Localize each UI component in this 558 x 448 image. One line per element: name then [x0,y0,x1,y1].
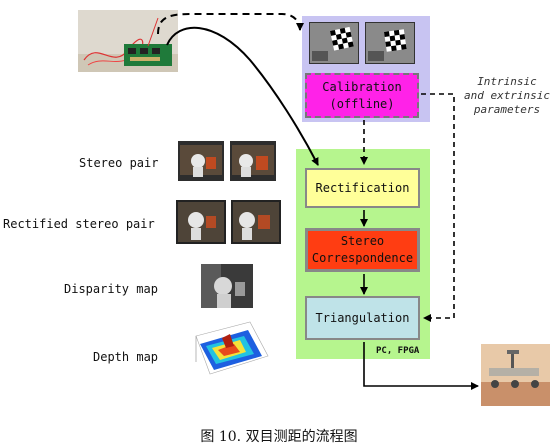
calibration-sublabel: (offline) [329,96,395,111]
calibration-image-right [365,22,415,64]
stereo-pair-right-image [230,141,276,181]
rectification-box: Rectification [305,168,420,208]
arrow-triangulation-to-rover [363,342,479,390]
triangulation-label: Triangulation [315,310,410,325]
parameters-note-line-3: parameters [473,103,541,116]
stereo-pair-label: Stereo pair [79,156,159,170]
rover-photo [481,344,550,406]
solid-arrow-to-rectification [166,26,319,166]
correspondence-label: Correspondence [311,251,414,265]
rectification-label: Rectification [315,180,410,195]
rectified-pair-left-image [176,200,226,244]
calibration-box: Calibration (offline) [305,73,419,118]
dashed-arrow-to-calibration [157,13,304,35]
parameters-note-line-2: and extrinsic [463,89,551,102]
calibration-label: Calibration [322,79,402,94]
calibration-image-left [309,22,359,64]
rectified-stereo-pair-label: Rectified stereo pair [3,217,155,231]
stereo-pair-left-image [178,141,224,181]
stereo-correspondence-box: Stereo Correspondence [305,228,420,272]
stereo-label: Stereo [340,234,385,248]
depth-map-label: Depth map [93,350,159,364]
triangulation-box: Triangulation [305,296,420,340]
stereo-camera-board-photo [78,10,178,72]
platform-label: PC, FPGA [376,346,420,356]
figure-caption: 图 10. 双目测距的流程图 [200,429,358,445]
disparity-map-label: Disparity map [64,282,158,296]
disparity-map-image [201,264,253,308]
parameters-note-line-1: Intrinsic [477,75,537,88]
dashed-parameters-path [421,93,455,322]
rectified-pair-right-image [231,200,281,244]
depth-map-image [188,316,272,382]
parameters-note: Intrinsic and extrinsic parameters [455,75,558,117]
